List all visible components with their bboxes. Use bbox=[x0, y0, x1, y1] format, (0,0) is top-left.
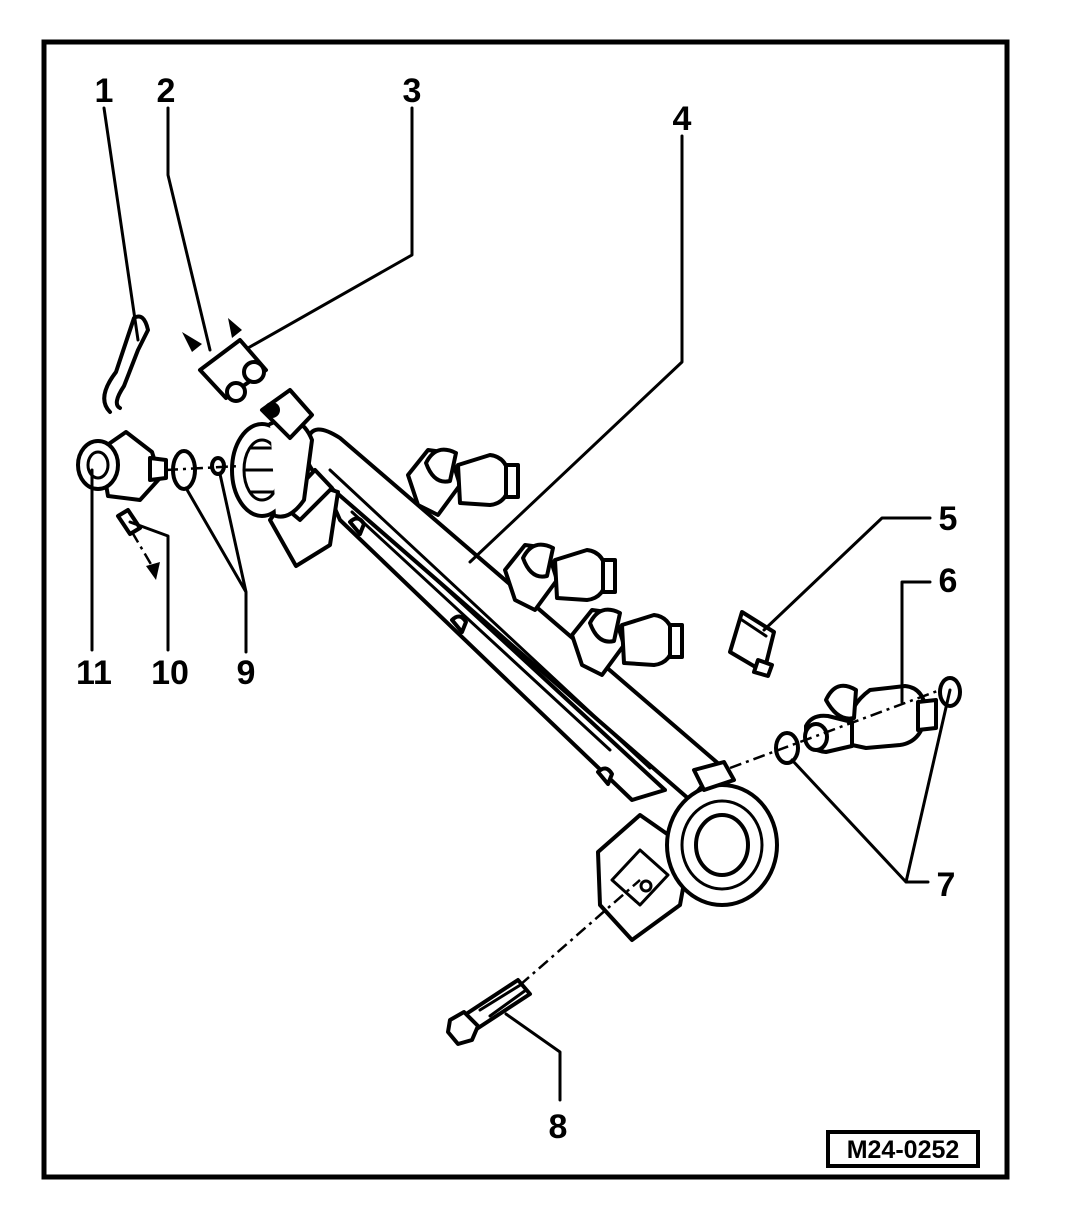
injector-on-rail-1 bbox=[406, 447, 520, 517]
callout-6: 6 bbox=[939, 562, 958, 600]
callout-9: 9 bbox=[237, 654, 256, 692]
injector-on-rail-3 bbox=[570, 607, 684, 677]
callout-10: 10 bbox=[151, 654, 189, 692]
retaining-clip-part-5 bbox=[728, 610, 776, 678]
callout-4: 4 bbox=[673, 100, 692, 138]
leader-10 bbox=[128, 520, 170, 652]
callout-5: 5 bbox=[939, 500, 958, 538]
leader-1 bbox=[102, 106, 140, 342]
fuel-rail bbox=[230, 388, 779, 942]
leader-7 bbox=[790, 688, 952, 884]
bolt-part-8 bbox=[446, 978, 532, 1046]
alignment-line-bolt bbox=[519, 879, 641, 986]
alignment-line-nipple bbox=[130, 531, 154, 567]
leader-6 bbox=[900, 580, 932, 704]
leader-3 bbox=[246, 106, 414, 350]
callout-3: 3 bbox=[403, 72, 422, 110]
reference-number: M24-0252 bbox=[847, 1136, 960, 1164]
reference-box bbox=[826, 1130, 980, 1168]
pressure-regulator-part-11 bbox=[76, 430, 168, 502]
injector-part-6 bbox=[803, 683, 938, 754]
callout-2: 2 bbox=[157, 72, 176, 110]
callout-11: 11 bbox=[76, 654, 112, 692]
callout-7: 7 bbox=[937, 866, 956, 904]
clip-part-1 bbox=[102, 314, 150, 414]
leader-2 bbox=[166, 106, 212, 352]
vacuum-nipple-part-10 bbox=[116, 508, 160, 580]
injector-on-rail-2 bbox=[503, 542, 617, 612]
leader-5 bbox=[762, 516, 932, 632]
alignment-line-regulator bbox=[165, 464, 241, 472]
leader-8 bbox=[504, 1012, 562, 1102]
connector-part-2-3 bbox=[182, 318, 268, 403]
diagram-frame bbox=[41, 39, 1010, 1180]
leader-4 bbox=[468, 134, 684, 564]
alignment-line-injector bbox=[729, 688, 941, 770]
callout-8: 8 bbox=[549, 1108, 568, 1146]
callout-1: 1 bbox=[95, 72, 114, 110]
leader-9 bbox=[184, 472, 248, 654]
